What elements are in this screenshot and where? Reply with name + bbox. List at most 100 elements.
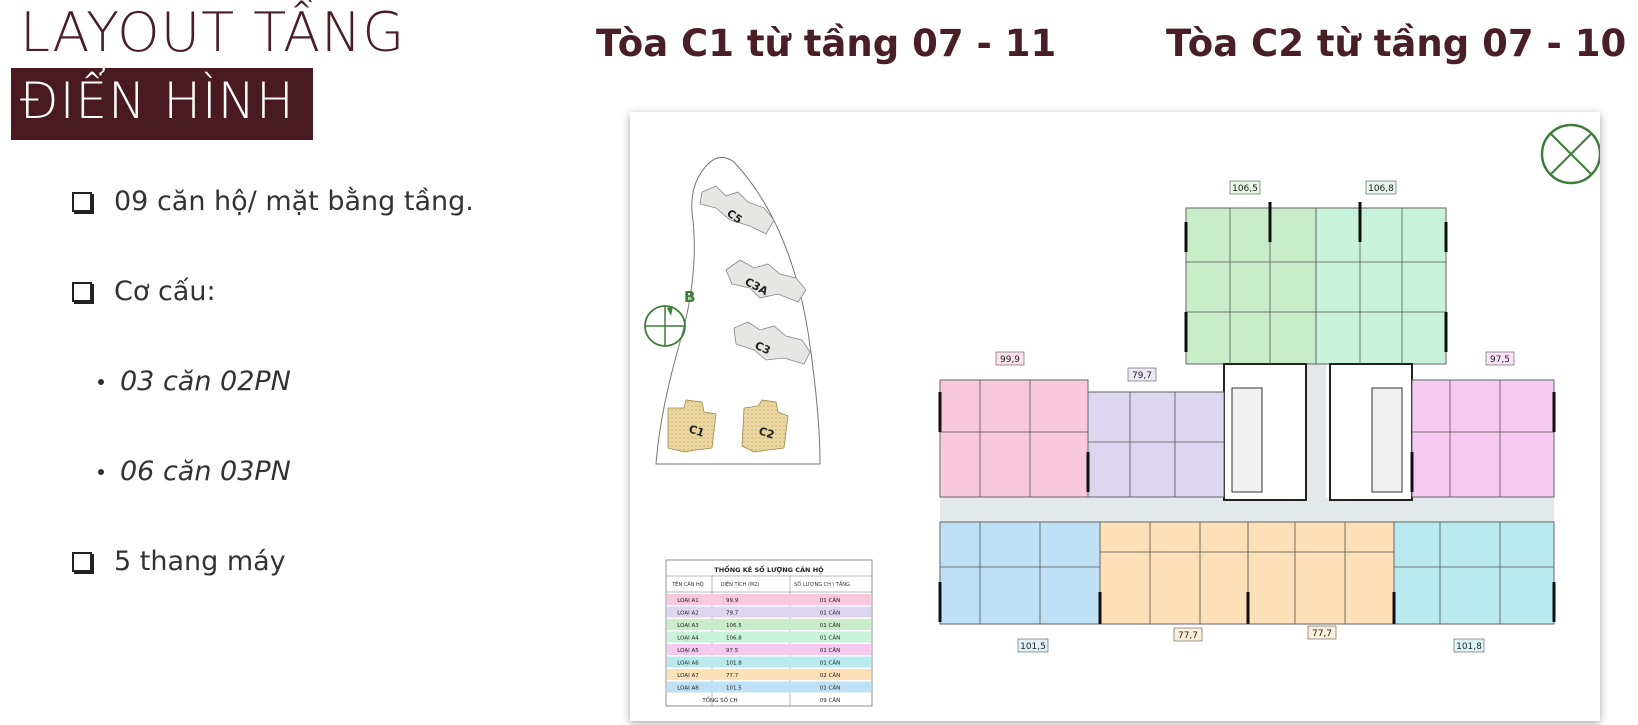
area-label-top-right: 106,8 (1365, 180, 1397, 195)
area-label-bottom-orange-left: 77,7 (1173, 627, 1203, 642)
stats-table-cell-name: LOẠI A2 (677, 611, 699, 617)
area-label-right-pink: 97,5 (1485, 351, 1515, 366)
site-building-c2: C2 (741, 399, 789, 453)
sub-bullet-1: 03 căn 02PN (98, 366, 291, 397)
site-map: C5 C3A C3 C1 C2 (655, 157, 821, 465)
stats-table-row: LOẠI A4 106.8 01 CĂN (667, 631, 871, 643)
stats-table-row: LOẠI A5 97.5 01 CĂN (667, 644, 871, 655)
stats-table-cell-area: 77.7 (726, 673, 739, 679)
checkbox-square-icon (72, 281, 92, 302)
unit-a7-left (1099, 521, 1249, 625)
sub-bullet-1-text: 03 căn 02PN (120, 366, 291, 397)
checkbox-square-icon (72, 551, 92, 572)
site-label-c3: C3 (753, 339, 773, 357)
unit-a7-right (1247, 521, 1395, 625)
unit-a1 (939, 379, 1089, 498)
stats-table-cell-name: LOẠI A6 (677, 661, 699, 667)
stats-table-row: LOẠI A2 79.7 01 CĂN (667, 606, 871, 618)
stats-table-cell-qty: 01 CĂN (820, 635, 840, 642)
stats-table-cell-qty: 01 CĂN (820, 610, 840, 617)
stats-table-cell-qty: 01 CĂN (820, 647, 840, 654)
stats-table-cell-area: 79.7 (726, 611, 739, 617)
svg-text:77,7: 77,7 (1312, 629, 1332, 639)
bullet-dot-icon (98, 378, 104, 385)
north-compass-icon (1540, 123, 1602, 185)
floor-plan-panel: C5 C3A C3 C1 C2 B (630, 112, 1602, 721)
compass-north-label: B (684, 288, 695, 306)
unit-a2 (1087, 391, 1225, 498)
site-building-c1: C1 (667, 399, 717, 453)
stats-table-cell-qty: 02 CĂN (820, 672, 840, 679)
stats-table-row: LOẠI A7 77.7 02 CĂN (667, 669, 871, 680)
unit-a6 (1393, 521, 1555, 625)
stats-table-row: LOẠI A3 106.5 01 CĂN (667, 619, 871, 630)
bullet-elevators-text: 5 thang máy (114, 546, 286, 577)
building-c1-header: Tòa C1 từ tầng 07 - 11 (596, 22, 1057, 65)
site-building-c3: C3 (733, 321, 811, 365)
bullet-elevators: 5 thang máy (72, 546, 286, 577)
bullet-structure: Cơ cấu: (72, 276, 216, 307)
unit-a8 (939, 521, 1101, 625)
checkbox-square-icon (72, 191, 92, 212)
stats-table-title: THỐNG KÊ SỐ LƯỢNG CĂN HỘ (714, 564, 824, 574)
svg-text:97,5: 97,5 (1490, 355, 1510, 365)
site-label-c2: C2 (757, 424, 776, 441)
stats-table-header-name: TÊN CĂN HỘ (671, 580, 704, 588)
stats-table: THỐNG KÊ SỐ LƯỢNG CĂN HỘ TÊN CĂN HỘ DIỆN… (665, 559, 873, 707)
stats-table-row: LOẠI A8 101.5 01 CĂN (667, 681, 871, 693)
stats-table-row: LOẠI A6 101.8 01 CĂN (667, 656, 871, 668)
stats-table-row: LOẠI A1 99.9 01 CĂN (667, 594, 871, 605)
stats-table-cell-qty: 01 CĂN (820, 597, 840, 604)
sub-bullet-2-text: 06 căn 03PN (120, 456, 291, 487)
area-labels: 106,5 106,8 99,9 79,7 97,5 101,5 77,7 77… (995, 180, 1515, 653)
page-title-highlight: ĐIỂN HÌNH (11, 68, 313, 140)
area-label-top-left: 106,5 (1229, 180, 1261, 195)
svg-text:101,5: 101,5 (1020, 642, 1046, 652)
page-title-line2: ĐIỂN HÌNH (20, 72, 295, 130)
floor-plan (938, 202, 1556, 625)
svg-text:99,9: 99,9 (1000, 355, 1020, 365)
site-compass-icon: B (644, 288, 695, 347)
area-label-purple: 79,7 (1127, 367, 1157, 382)
svg-text:101,8: 101,8 (1456, 642, 1482, 652)
stats-table-cell-qty: 01 CĂN (820, 660, 840, 667)
stats-table-total-label: TỔNG SỐ CH (701, 696, 737, 704)
area-label-bottom-right-blue: 101,8 (1453, 638, 1485, 653)
stats-table-cell-area: 106.5 (726, 623, 742, 629)
stats-table-cell-qty: 01 CĂN (820, 685, 840, 692)
svg-text:77,7: 77,7 (1178, 631, 1198, 641)
building-c2-header: Tòa C2 từ tầng 07 - 10 (1166, 22, 1627, 65)
stats-table-cell-area: 99.9 (726, 598, 739, 604)
stats-table-cell-name: LOẠI A1 (677, 598, 699, 604)
stats-table-cell-area: 101.8 (726, 661, 742, 667)
bullet-dot-icon (98, 468, 104, 475)
unit-a4 (1315, 207, 1447, 365)
stats-table-cell-name: LOẠI A7 (677, 673, 699, 679)
unit-a3 (1185, 207, 1317, 365)
bullet-structure-text: Cơ cấu: (114, 276, 216, 307)
stats-table-cell-area: 101.5 (726, 686, 742, 692)
stats-table-cell-area: 106.8 (726, 636, 742, 642)
unit-a5 (1411, 379, 1555, 498)
bullet-apartments-text: 09 căn hộ/ mặt bằng tầng. (114, 186, 474, 217)
area-label-bottom-left-blue: 101,5 (1017, 638, 1049, 653)
svg-text:106,8: 106,8 (1368, 184, 1394, 194)
stats-table-cell-name: LOẠI A5 (677, 648, 699, 654)
area-label-left-pink: 99,9 (995, 351, 1025, 366)
stats-table-cell-name: LOẠI A4 (677, 636, 699, 642)
svg-text:106,5: 106,5 (1232, 184, 1258, 194)
stats-table-total-value: 09 CĂN (820, 697, 840, 704)
stats-table-header-area: DIỆN TÍCH (M2) (721, 580, 760, 588)
stats-table-cell-qty: 01 CĂN (820, 622, 840, 629)
stats-table-cell-name: LOẠI A8 (677, 686, 699, 692)
sub-bullet-2: 06 căn 03PN (98, 456, 291, 487)
bullet-apartments: 09 căn hộ/ mặt bằng tầng. (72, 186, 474, 217)
page-title-line1: LAYOUT TẦNG (20, 1, 406, 64)
stats-table-cell-area: 97.5 (726, 648, 739, 654)
stats-table-cell-name: LOẠI A3 (677, 623, 699, 629)
area-label-bottom-orange-right: 77,7 (1307, 625, 1337, 640)
floor-plan-drawing: C5 C3A C3 C1 C2 B (644, 123, 1602, 707)
site-label-c1: C1 (687, 422, 706, 439)
stats-table-header-qty: SỐ LƯỢNG CH \ TẦNG (794, 580, 850, 588)
svg-text:79,7: 79,7 (1132, 371, 1152, 381)
